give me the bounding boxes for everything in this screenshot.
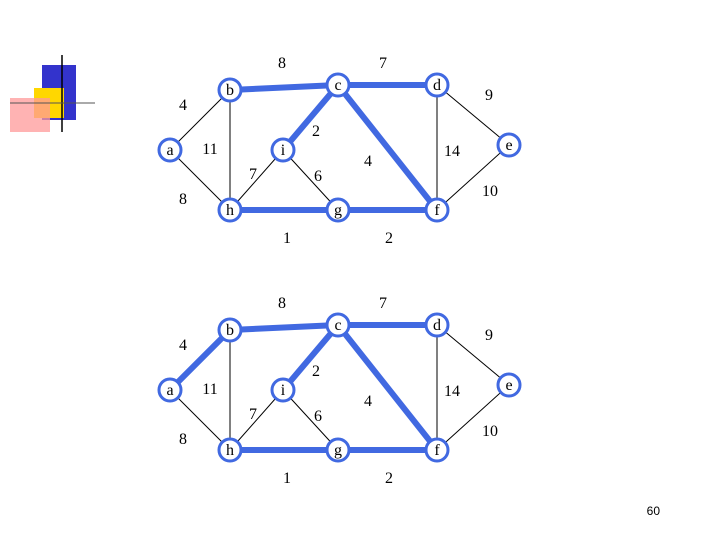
node-f	[424, 437, 450, 463]
node-a	[157, 377, 183, 403]
edge-i-c-highlighted	[280, 82, 341, 153]
node-label-c: c	[334, 317, 341, 334]
weight-label-a-h: 8	[179, 431, 187, 448]
node-label-a: a	[166, 382, 173, 399]
node-label-e: e	[505, 137, 512, 154]
node-h	[217, 197, 243, 223]
edge-b-c-highlighted	[227, 322, 341, 333]
node-label-b: b	[226, 82, 234, 99]
weight-label-h-i: 7	[249, 166, 257, 183]
weight-label-b-h: 11	[202, 381, 217, 398]
weight-label-h-g: 1	[283, 230, 291, 247]
edge-e-f	[436, 384, 510, 451]
edge-d-e	[436, 324, 510, 386]
weight-label-a-h: 8	[179, 191, 187, 208]
weight-label-d-f: 14	[444, 143, 460, 160]
weight-label-c-d: 7	[379, 295, 387, 312]
weight-label-d-e: 9	[485, 87, 493, 104]
node-g	[325, 197, 351, 223]
weight-label-d-e: 9	[485, 327, 493, 344]
node-d	[424, 312, 450, 338]
node-label-e: e	[505, 377, 512, 394]
edge-b-c-highlighted	[227, 82, 341, 93]
weight-label-i-c: 2	[312, 123, 320, 140]
node-i	[270, 137, 296, 163]
edge-h-i	[229, 149, 284, 211]
edge-e-f	[436, 144, 510, 211]
node-label-f: f	[434, 202, 440, 219]
node-label-c: c	[334, 77, 341, 94]
node-c	[325, 312, 351, 338]
weight-label-g-f: 2	[385, 230, 393, 247]
node-label-a: a	[166, 142, 173, 159]
node-label-d: d	[433, 77, 441, 94]
weight-label-e-f: 10	[482, 183, 498, 200]
logo-red-square	[10, 98, 50, 132]
node-d	[424, 72, 450, 98]
node-e	[496, 132, 522, 158]
weight-label-h-g: 1	[283, 470, 291, 487]
slide-corner-decoration	[10, 55, 95, 132]
node-label-d: d	[433, 317, 441, 334]
weight-label-c-f: 4	[364, 153, 372, 170]
edge-a-b	[169, 89, 231, 151]
node-label-h: h	[226, 442, 234, 459]
node-g	[325, 437, 351, 463]
node-h	[217, 437, 243, 463]
node-label-g: g	[334, 202, 342, 219]
edge-i-g	[282, 149, 339, 211]
weight-label-c-f: 4	[364, 393, 372, 410]
node-b	[217, 77, 243, 103]
weight-label-i-c: 2	[312, 363, 320, 380]
node-c	[325, 72, 351, 98]
node-label-f: f	[434, 442, 440, 459]
weight-label-a-b: 4	[179, 97, 187, 114]
node-i	[270, 377, 296, 403]
weight-label-g-f: 2	[385, 470, 393, 487]
edge-a-b-highlighted	[167, 327, 233, 393]
weight-label-a-b: 4	[179, 337, 187, 354]
node-a	[157, 137, 183, 163]
weight-label-i-g: 6	[314, 408, 322, 425]
node-e	[496, 372, 522, 398]
weight-label-e-f: 10	[482, 423, 498, 440]
edge-i-g	[282, 389, 339, 451]
node-label-g: g	[334, 442, 342, 459]
weight-label-b-h: 11	[202, 141, 217, 158]
node-label-i: i	[281, 382, 286, 399]
weight-label-d-f: 14	[444, 383, 460, 400]
weight-label-h-i: 7	[249, 406, 257, 423]
edge-c-f-highlighted	[335, 322, 440, 453]
node-f	[424, 197, 450, 223]
weight-label-b-c: 8	[278, 295, 286, 312]
edge-h-i	[229, 389, 284, 451]
edge-i-c-highlighted	[280, 322, 341, 393]
node-b	[217, 317, 243, 343]
edge-c-f-highlighted	[335, 82, 440, 213]
edge-a-h	[169, 389, 231, 451]
edge-a-h	[169, 149, 231, 211]
node-label-b: b	[226, 322, 234, 339]
edge-d-e	[436, 84, 510, 146]
node-label-h: h	[226, 202, 234, 219]
weight-label-b-c: 8	[278, 55, 286, 72]
page-number: 60	[646, 504, 660, 518]
weight-label-i-g: 6	[314, 168, 322, 185]
node-label-i: i	[281, 142, 286, 159]
weight-label-c-d: 7	[379, 55, 387, 72]
